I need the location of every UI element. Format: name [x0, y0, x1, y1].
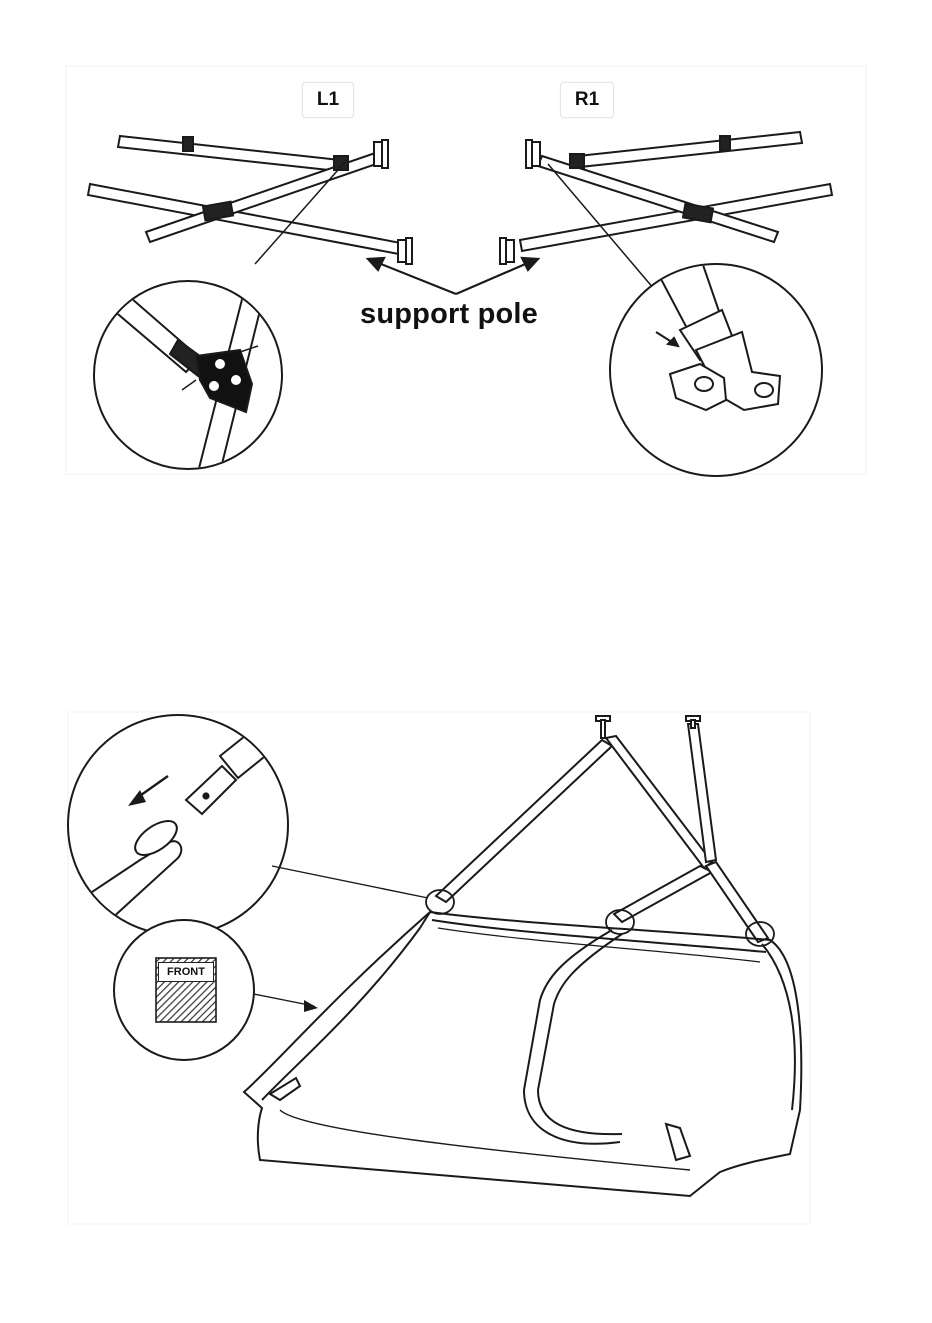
canopy-top-seam — [432, 920, 766, 952]
insertion-pole-tip — [186, 766, 236, 814]
left-upper-clip — [183, 137, 193, 151]
pole-tip-cap — [596, 716, 610, 721]
label-r1: R1 — [560, 82, 614, 118]
left-top-endcap — [374, 142, 382, 166]
pole-tip-stem — [601, 720, 605, 738]
insertion-upper-pole — [220, 700, 310, 778]
canopy-left-edge — [262, 912, 430, 1100]
nut-hole — [695, 377, 713, 391]
pole-cross-a — [606, 736, 712, 868]
middle-sleeve-inner — [538, 934, 622, 1134]
insertion-lower-pole — [80, 841, 181, 920]
front-tag-detail — [114, 920, 318, 1060]
front-leader-line — [254, 994, 314, 1006]
label-l1: L1 — [302, 82, 354, 118]
left-leader-line — [255, 162, 345, 264]
pole-tip-cap — [686, 716, 700, 721]
left-lower-arm — [88, 184, 406, 255]
left-detail-callout — [92, 268, 282, 480]
middle-sleeve-outer — [524, 930, 620, 1144]
right-top-endcap-plate — [526, 140, 532, 168]
front-arrow-head — [304, 1000, 318, 1012]
right-support-endcap — [506, 240, 514, 262]
joint-circle — [746, 922, 774, 946]
right-upper-clip — [720, 136, 730, 150]
pole-insertion-detail — [68, 700, 428, 935]
pole-right — [706, 862, 768, 942]
right-detail-callout — [610, 262, 822, 476]
lower-pole-opening — [129, 814, 182, 861]
arrow-to-right-pole — [456, 262, 530, 294]
insertion-detail-circle — [68, 715, 288, 935]
left-support-endcap-plate — [406, 238, 412, 264]
left-corner-pole — [270, 1078, 300, 1100]
canopy-outline — [244, 912, 801, 1196]
arrow-to-left-pole — [376, 262, 456, 294]
left-support-endcap — [398, 240, 406, 262]
bracket-hole — [755, 383, 773, 397]
left-top-joint — [334, 156, 348, 170]
bolt-hole — [216, 360, 224, 368]
support-pole-callout: support pole — [360, 298, 538, 331]
frame-poles — [436, 716, 768, 942]
right-top-joint — [570, 154, 584, 168]
spring-button-icon — [203, 793, 208, 798]
left-upper-arm — [118, 136, 340, 171]
right-top-endcap — [532, 142, 540, 166]
joint-circle — [606, 910, 634, 934]
insertion-arrow-head — [128, 790, 146, 806]
right-lower-arm — [520, 184, 832, 251]
right-frame-r1 — [500, 132, 832, 296]
insertion-leader-line — [272, 866, 428, 898]
pole-tip-stem — [691, 720, 695, 728]
right-upper-arm — [578, 132, 802, 167]
left-top-endcap-plate — [382, 140, 388, 168]
canopy-right-edge — [762, 944, 795, 1110]
canopy-top-seam-inner — [438, 928, 760, 962]
top-assembly-figure — [0, 0, 932, 480]
front-tag-label: FRONT — [158, 962, 214, 982]
arrow-head-right — [522, 258, 538, 270]
front-tag-circle — [114, 920, 254, 1060]
pole-vertical — [688, 724, 716, 862]
left-detail-circle — [94, 281, 282, 469]
bolt-hole — [210, 382, 218, 390]
pole-middle — [614, 866, 712, 922]
joint-markers — [426, 890, 774, 946]
bolt-hole — [232, 376, 240, 384]
canopy-bottom-hem — [280, 1110, 690, 1170]
arrow-head-left — [368, 258, 384, 270]
right-support-endcap-plate — [500, 238, 506, 264]
pole-front-diagonal — [436, 740, 612, 902]
joint-circle — [426, 890, 454, 914]
insertion-arrow-line — [134, 776, 168, 800]
left-frame-l1 — [88, 136, 412, 264]
support-pole-arrows — [368, 258, 538, 294]
canopy-shape — [244, 912, 801, 1196]
right-corner-pole — [666, 1124, 690, 1160]
